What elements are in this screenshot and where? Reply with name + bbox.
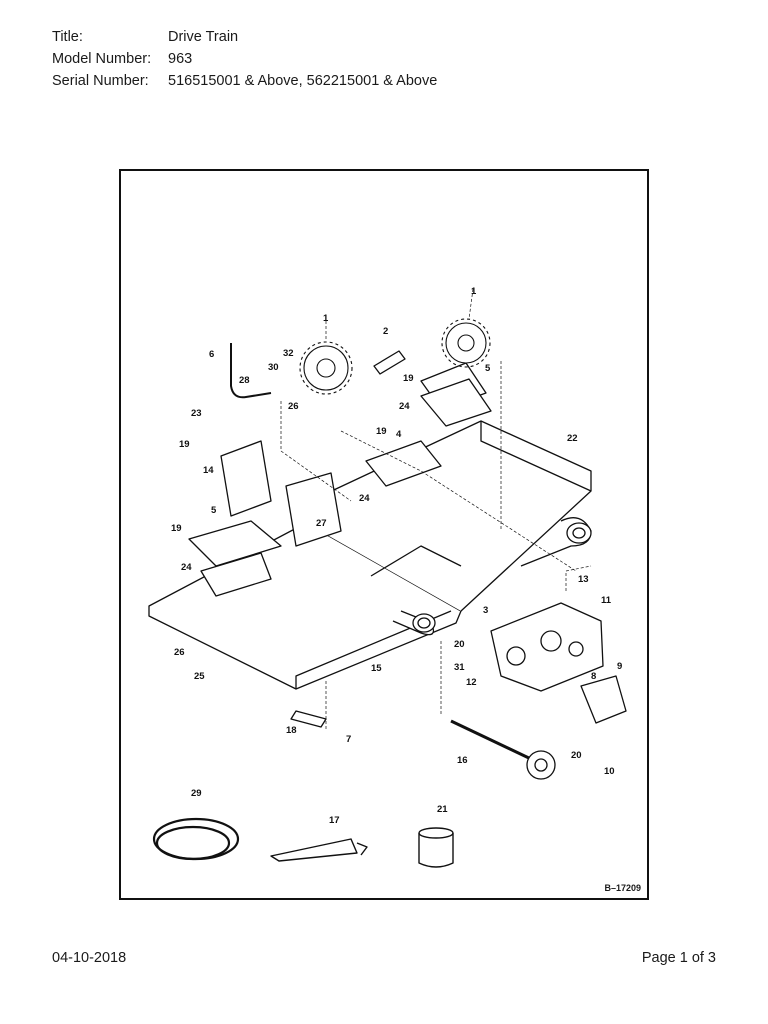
callout-8: 8 (591, 671, 596, 682)
callout-31: 31 (454, 662, 465, 673)
callout-20b: 20 (571, 750, 582, 761)
callout-14: 14 (203, 465, 214, 476)
callout-22: 22 (567, 433, 578, 444)
serial-label: Serial Number: (52, 73, 149, 89)
model-label: Model Number: (52, 51, 152, 67)
title-value: Drive Train (168, 29, 239, 45)
print-date: 04-10-2018 (52, 950, 127, 966)
callout-32: 32 (283, 348, 294, 359)
cover-plate-left (188, 520, 282, 567)
sprocket-right (441, 318, 491, 368)
sealant-coil (152, 817, 240, 861)
figure-reference: B–17209 (604, 883, 641, 893)
callout-27: 27 (316, 518, 327, 529)
cover-plate-center (365, 440, 442, 487)
chain-link (373, 350, 406, 375)
callout-24c: 24 (181, 562, 192, 573)
callout-10: 10 (604, 766, 615, 777)
page-indicator: Page 1 of 3 (641, 950, 716, 966)
callout-30: 30 (268, 362, 279, 373)
document-header: Title: Drive Train Model Number: 963 Ser… (52, 26, 437, 92)
callout-3: 3 (483, 605, 488, 616)
grease-tube (270, 838, 358, 862)
callout-19b: 19 (179, 439, 190, 450)
callout-21: 21 (437, 804, 448, 815)
callout-4: 4 (396, 429, 402, 440)
sprocket-left (299, 341, 353, 395)
model-value: 963 (168, 51, 193, 67)
callout-29: 29 (191, 788, 202, 799)
callout-1a: 1 (323, 313, 329, 324)
bracket-27 (285, 472, 342, 547)
callout-24b: 24 (359, 493, 370, 504)
callout-5a: 5 (485, 363, 491, 374)
callout-23: 23 (191, 408, 202, 419)
bracket-14 (220, 440, 272, 517)
motor-9 (580, 675, 627, 724)
gearbox-housing (490, 602, 604, 692)
callout-18: 18 (286, 725, 297, 736)
callout-24a: 24 (399, 401, 410, 412)
callout-26a: 26 (288, 401, 299, 412)
callout-1b: 1 (471, 286, 477, 297)
callout-labels: 1 1 2 3 4 5 5 6 7 8 9 10 11 12 13 14 15 … (171, 286, 622, 826)
title-label: Title: (52, 29, 83, 45)
callout-17: 17 (329, 815, 340, 826)
callout-16: 16 (457, 755, 468, 766)
hose-28 (230, 343, 272, 399)
callout-11: 11 (601, 595, 612, 606)
callout-19c: 19 (376, 426, 387, 437)
callout-13: 13 (578, 574, 589, 585)
callout-5b: 5 (211, 505, 217, 516)
callout-12: 12 (466, 677, 477, 688)
serial-value: 516515001 & Above, 562215001 & Above (168, 73, 438, 89)
plate-18 (290, 710, 327, 728)
callout-19d: 19 (171, 523, 182, 534)
callout-26b: 26 (174, 647, 185, 658)
model-row: Model Number: 963 (52, 48, 437, 70)
axle-shaft (450, 719, 532, 761)
callout-9: 9 (617, 661, 622, 672)
callout-25: 25 (194, 671, 205, 682)
callout-2: 2 (383, 326, 388, 337)
callout-19a: 19 (403, 373, 414, 384)
parts-diagram-frame: 1 1 2 3 4 5 5 6 7 8 9 10 11 12 13 14 15 … (119, 169, 649, 900)
exploded-parts-diagram: 1 1 2 3 4 5 5 6 7 8 9 10 11 12 13 14 15 … (148, 286, 627, 868)
title-row: Title: Drive Train (52, 26, 437, 48)
callout-28: 28 (239, 375, 250, 386)
serial-row: Serial Number: 516515001 & Above, 562215… (52, 70, 437, 92)
callout-20a: 20 (454, 639, 465, 650)
callout-6: 6 (209, 349, 214, 360)
grease-can (418, 827, 454, 868)
callout-15: 15 (371, 663, 382, 674)
callout-7: 7 (346, 734, 351, 745)
